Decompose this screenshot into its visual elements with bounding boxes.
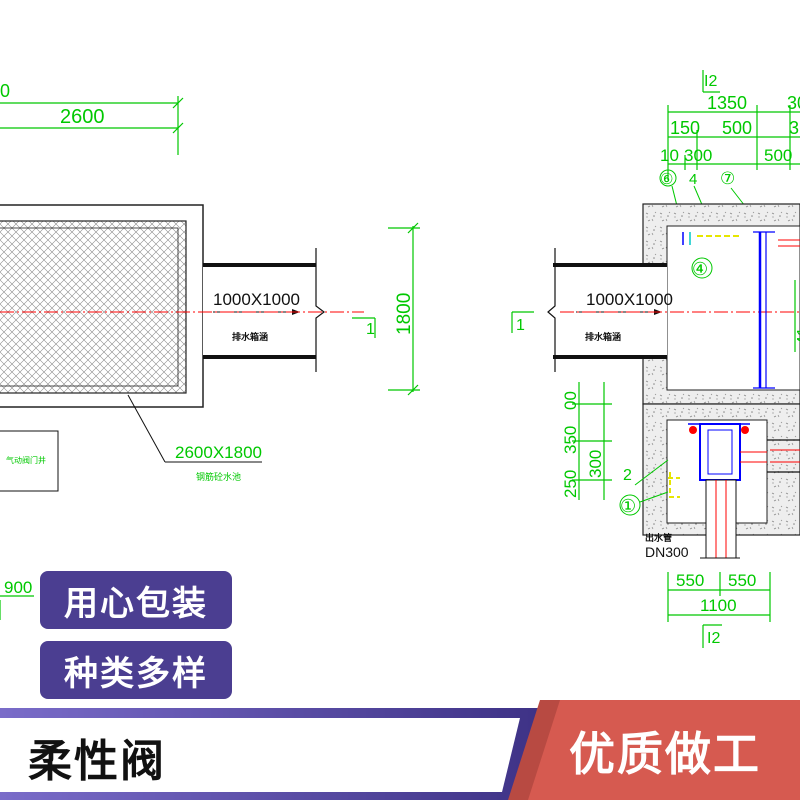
quality-label: 优质做工 bbox=[569, 727, 761, 781]
product-name: 柔性阀 bbox=[28, 736, 166, 787]
left-pipe-sublabel: 排水箱涵 bbox=[232, 331, 268, 342]
dim-150: 150 bbox=[670, 118, 700, 138]
dim-height-1800: 1800 bbox=[394, 293, 415, 335]
dim-top-partial: 0 bbox=[0, 81, 10, 101]
dim-00: 00 bbox=[561, 391, 580, 410]
dim-1100: 1100 bbox=[700, 596, 737, 615]
banner-white-panel bbox=[0, 718, 520, 792]
dim-bottom-partial: 900 bbox=[4, 578, 32, 597]
dim-3: 3 bbox=[789, 118, 799, 138]
dim-550a: 550 bbox=[676, 571, 704, 590]
legend-text: 气动阀门井 bbox=[6, 455, 46, 465]
dn-label: DN300 bbox=[645, 544, 689, 560]
badge-variety: 种类多样 bbox=[40, 641, 232, 699]
section-mark-bottom: I2 bbox=[707, 630, 720, 647]
dim-1350: 1350 bbox=[707, 93, 747, 113]
right-plan: I2 1350 30 150 500 3 10 300 500 ⑥ 4 ⑦ bbox=[511, 70, 800, 648]
banner-red-panel bbox=[518, 700, 800, 800]
callout-2-label: 2 bbox=[623, 467, 632, 484]
dim-30: 30 bbox=[787, 93, 800, 113]
tank-size-label: 2600X1800 bbox=[175, 443, 262, 462]
right-pipe-sublabel: 排水箱涵 bbox=[585, 331, 621, 342]
dim-300v: 300 bbox=[586, 450, 605, 478]
right-section-mark: 1 bbox=[516, 317, 525, 334]
bottom-banner bbox=[0, 700, 800, 800]
dim-250: 250 bbox=[561, 470, 580, 498]
section-mark-top: I2 bbox=[704, 73, 717, 90]
callout-4-label: 4 bbox=[689, 171, 697, 188]
banner-red-edge bbox=[508, 700, 560, 800]
callout-1: ① bbox=[620, 496, 636, 516]
callout-4: ④ bbox=[692, 259, 708, 279]
dim-41: 41 bbox=[795, 327, 800, 345]
dim-300: 300 bbox=[684, 146, 712, 165]
dim-500b: 500 bbox=[764, 146, 792, 165]
outlet-label: 出水管 bbox=[645, 532, 672, 543]
left-pipe-label: 1000X1000 bbox=[213, 290, 300, 309]
dim-550b: 550 bbox=[728, 571, 756, 590]
badge-packaging: 用心包装 bbox=[40, 571, 232, 629]
left-plan: 0 2600 1000X1000 排水箱涵 1 1800 2600X1800 钢… bbox=[0, 81, 420, 620]
dim-10: 10 bbox=[660, 146, 679, 165]
callout-7: ⑦ bbox=[720, 169, 735, 188]
tank-sublabel: 钢筋砼水池 bbox=[196, 471, 241, 482]
right-pipe-label: 1000X1000 bbox=[586, 290, 673, 309]
dim-350: 350 bbox=[561, 426, 580, 454]
dim-500: 500 bbox=[722, 118, 752, 138]
left-section-mark: 1 bbox=[366, 321, 375, 338]
callout-6: ⑥ bbox=[660, 171, 673, 188]
dim-width-2600: 2600 bbox=[60, 106, 105, 128]
